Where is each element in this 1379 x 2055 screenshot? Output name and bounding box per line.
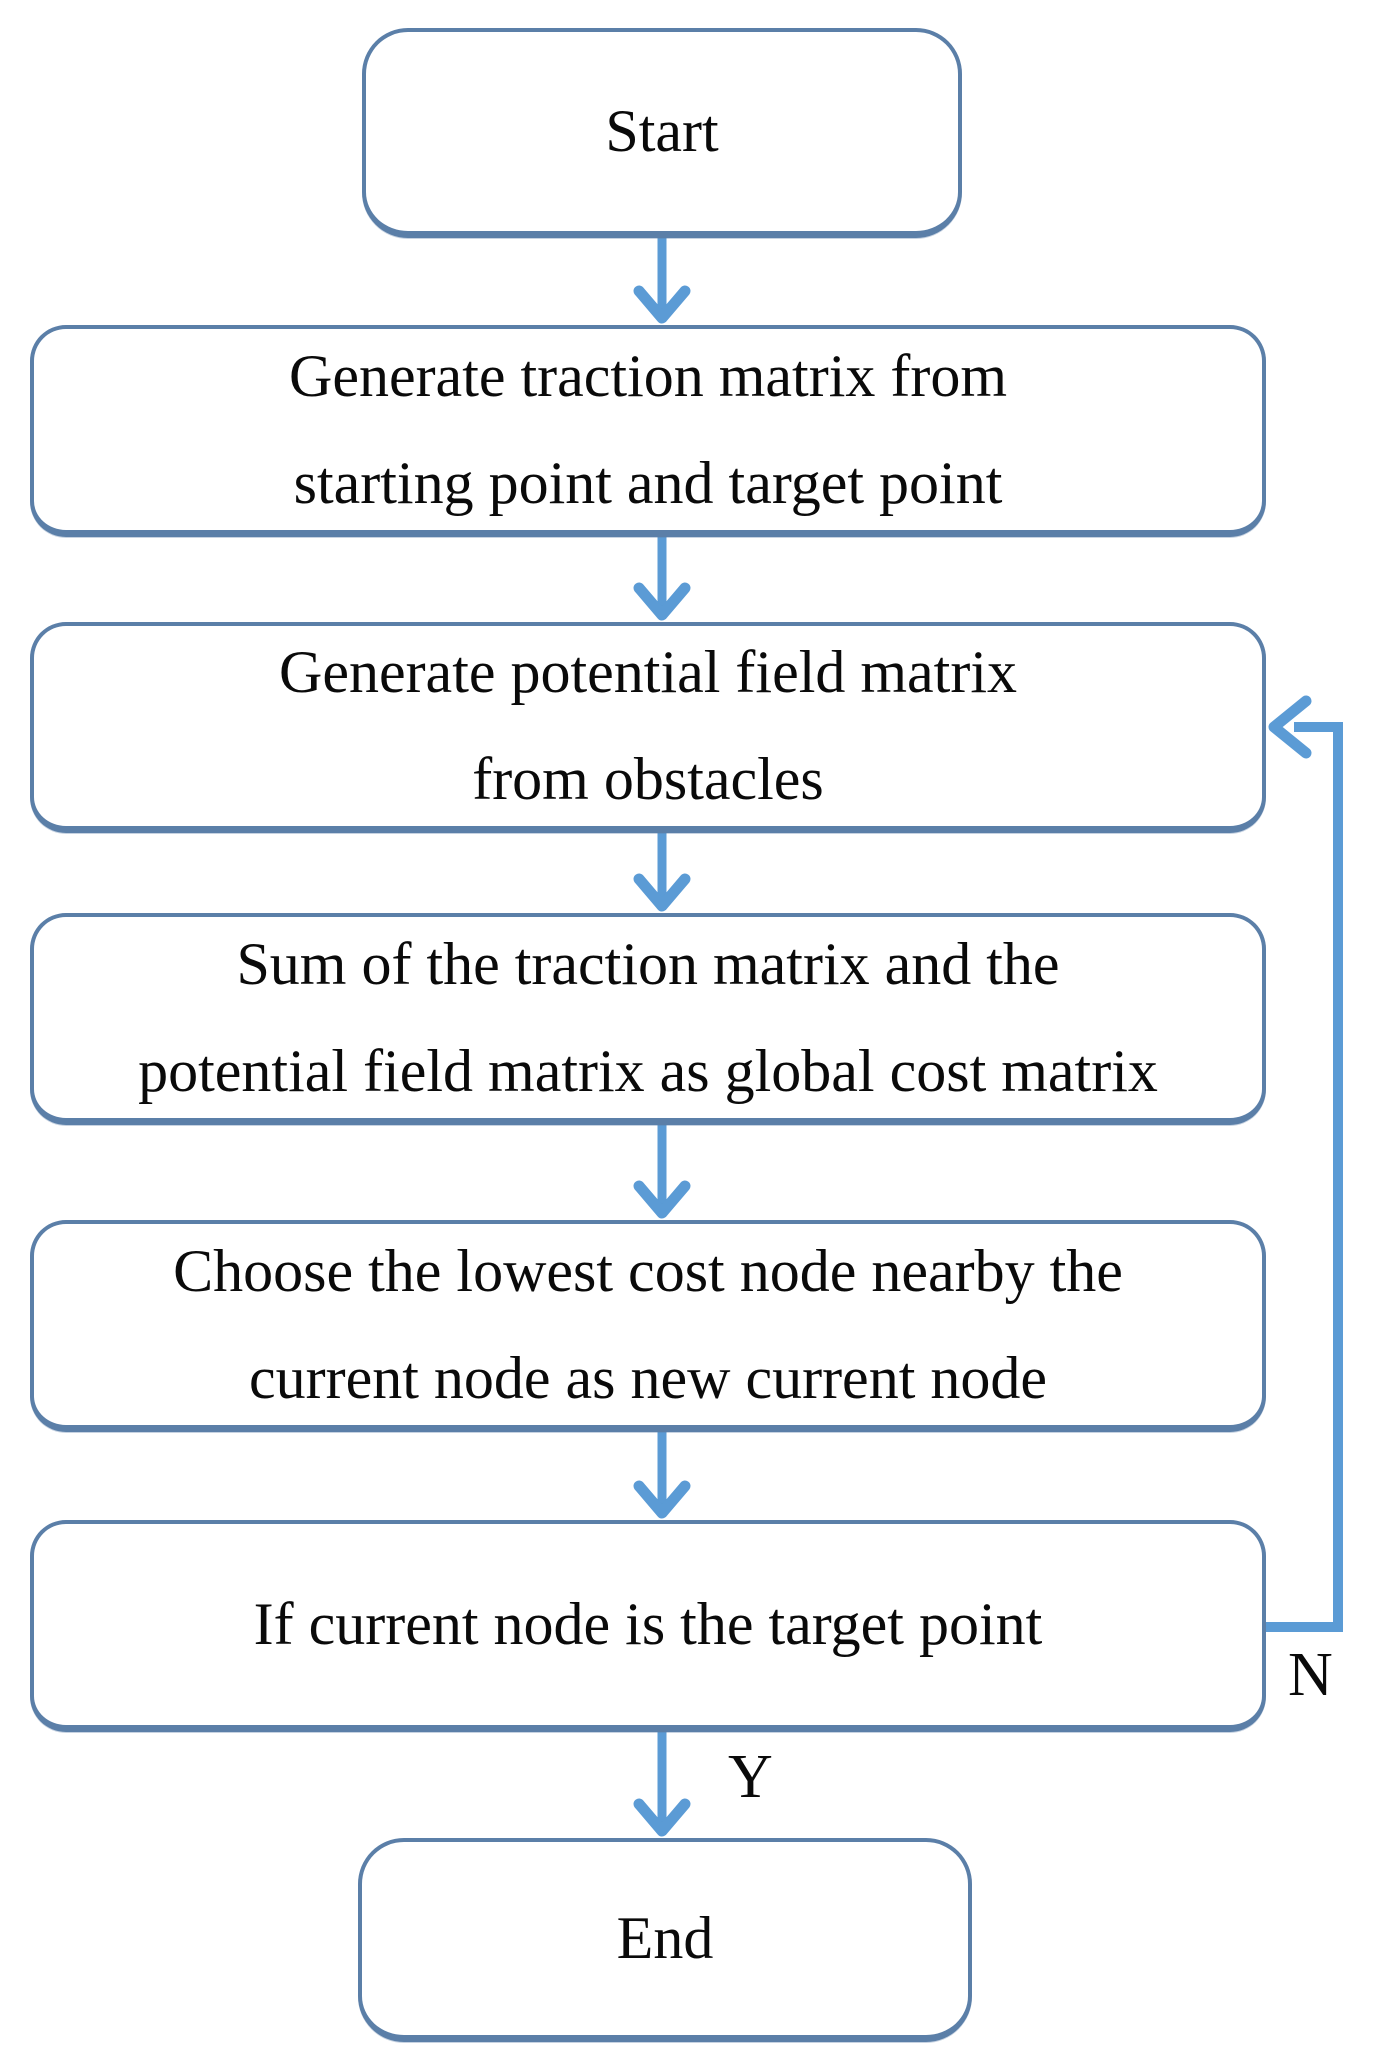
- node-start-label: Start: [605, 98, 719, 165]
- node-choose-lowest-cost-node: Choose the lowest cost node nearby the c…: [30, 1220, 1266, 1432]
- node-generate-traction-matrix: Generate traction matrix from starting p…: [30, 325, 1266, 537]
- arrow-check-to-potential-no-loop: [1264, 695, 1343, 1632]
- node-generate-traction-matrix-label: Generate traction matrix from starting p…: [288, 342, 1007, 516]
- node-generate-potential-field-matrix-label: Generate potential field matrix from obs…: [278, 639, 1018, 812]
- arrow-choose-to-check: [633, 1430, 691, 1519]
- node-generate-potential-field-matrix: Generate potential field matrix from obs…: [30, 622, 1266, 833]
- arrow-potential-to-sum: [633, 831, 691, 912]
- node-target-check-label: If current node is the target point: [253, 1591, 1043, 1658]
- node-end: End: [358, 1838, 972, 2042]
- node-target-check: If current node is the target point: [30, 1520, 1266, 1732]
- node-global-cost-matrix: Sum of the traction matrix and the poten…: [30, 913, 1266, 1125]
- arrow-check-to-end-yes: [633, 1730, 691, 1837]
- arrow-traction-to-potential: [633, 535, 691, 621]
- arrow-sum-to-choose: [633, 1123, 691, 1219]
- branch-label-yes: Y: [728, 1743, 773, 1811]
- node-choose-lowest-cost-node-label: Choose the lowest cost node nearby the c…: [173, 1237, 1123, 1411]
- branch-label-no: N: [1288, 1641, 1333, 1709]
- node-end-label: End: [616, 1905, 714, 1972]
- arrow-start-to-traction: [633, 238, 691, 324]
- node-start: Start: [362, 28, 962, 238]
- node-global-cost-matrix-label: Sum of the traction matrix and the poten…: [138, 930, 1158, 1104]
